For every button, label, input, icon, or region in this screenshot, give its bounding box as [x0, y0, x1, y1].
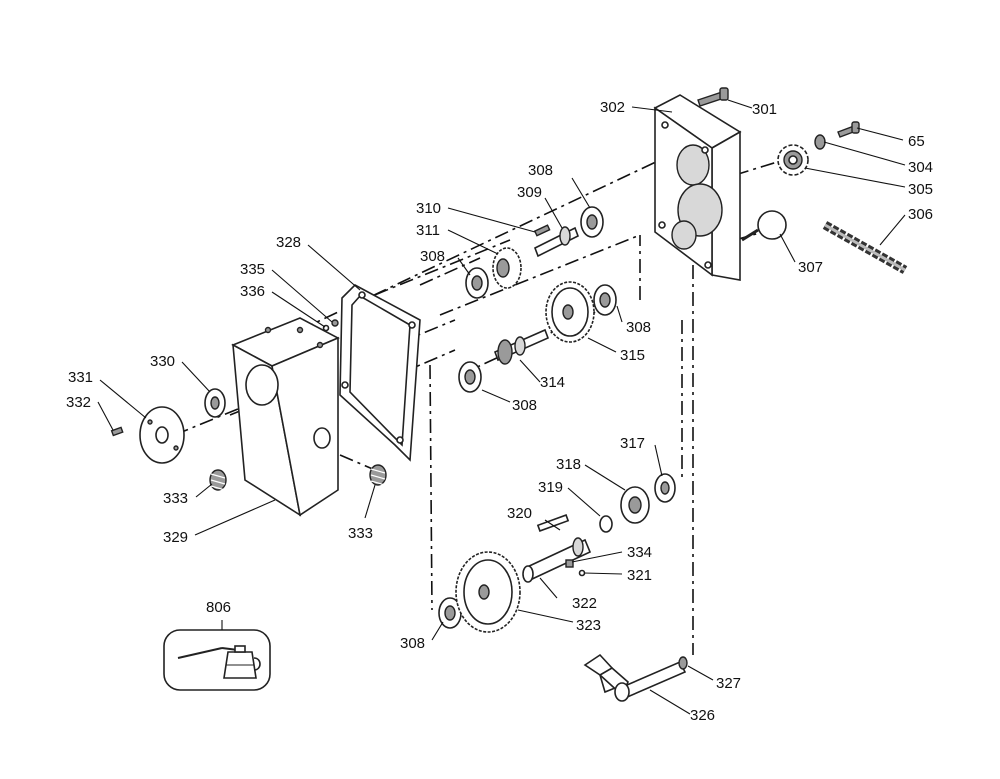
bearing-308-c — [593, 284, 617, 316]
part-labels: 301 302 65 304 305 306 307 308 309 310 3… — [66, 99, 933, 724]
cover-plate-302 — [653, 94, 742, 281]
shaft-322 — [522, 537, 592, 583]
label-65: 65 — [908, 133, 925, 150]
label-310: 310 — [416, 200, 441, 217]
label-317: 317 — [620, 435, 645, 452]
label-306: 306 — [908, 206, 933, 223]
bearing-308-e — [438, 597, 462, 629]
leader-lines — [97, 99, 906, 715]
label-304: 304 — [908, 159, 933, 176]
knob-307 — [741, 210, 787, 242]
shaft-314 — [493, 328, 550, 365]
label-301: 301 — [752, 101, 777, 118]
screw-332 — [110, 426, 124, 437]
label-308-d: 308 — [512, 397, 537, 414]
washer-304 — [814, 134, 826, 150]
label-322: 322 — [572, 595, 597, 612]
label-326: 326 — [690, 707, 715, 724]
ring-319 — [599, 515, 613, 533]
label-308-b: 308 — [420, 248, 445, 265]
label-332: 332 — [66, 394, 91, 411]
bearing-308-d — [458, 361, 482, 393]
shift-fork-326 — [583, 653, 687, 702]
bearing-317 — [654, 473, 676, 503]
label-320: 320 — [507, 505, 532, 522]
label-327: 327 — [716, 675, 741, 692]
label-308-c: 308 — [626, 319, 651, 336]
label-330: 330 — [150, 353, 175, 370]
label-333-b: 333 — [348, 525, 373, 542]
label-315: 315 — [620, 347, 645, 364]
gear-323 — [455, 551, 521, 633]
bearing-318 — [620, 486, 650, 524]
label-335: 335 — [240, 261, 265, 278]
key-310 — [533, 224, 551, 237]
label-305: 305 — [908, 181, 933, 198]
gasket-328 — [339, 284, 421, 462]
label-329: 329 — [163, 529, 188, 546]
label-307: 307 — [798, 259, 823, 276]
seal-330 — [204, 388, 226, 418]
chain-306 — [822, 221, 908, 274]
gear-311 — [492, 247, 522, 289]
pin-335 — [331, 319, 339, 327]
label-309: 309 — [517, 184, 542, 201]
label-311: 311 — [416, 222, 440, 239]
label-319: 319 — [538, 479, 563, 496]
label-334: 334 — [627, 544, 652, 561]
oil-can-806 — [163, 629, 271, 691]
label-336: 336 — [240, 283, 265, 300]
label-321: 321 — [627, 567, 652, 584]
label-331: 331 — [68, 369, 93, 386]
label-302: 302 — [600, 99, 625, 116]
key-320 — [536, 514, 570, 532]
bearing-308-b — [465, 267, 489, 299]
screw-301 — [697, 87, 729, 107]
sprocket-305 — [777, 144, 809, 176]
ball-321 — [578, 569, 586, 577]
label-328: 328 — [276, 234, 301, 251]
flange-331 — [139, 406, 185, 464]
label-308-a: 308 — [528, 162, 553, 179]
bearing-308-a — [580, 206, 604, 238]
label-314: 314 — [540, 374, 565, 391]
label-308-e: 308 — [400, 635, 425, 652]
screw-65 — [837, 121, 860, 138]
label-806: 806 — [206, 599, 231, 616]
label-333-a: 333 — [163, 490, 188, 507]
label-318: 318 — [556, 456, 581, 473]
gearbox-housing-329 — [231, 317, 340, 517]
spring-333-b — [369, 464, 387, 486]
gear-315 — [545, 281, 595, 343]
setscrew-334 — [565, 559, 574, 568]
pin-327 — [678, 656, 688, 670]
label-323: 323 — [576, 617, 601, 634]
shaft-309 — [533, 226, 580, 258]
spring-333-a — [209, 469, 227, 491]
